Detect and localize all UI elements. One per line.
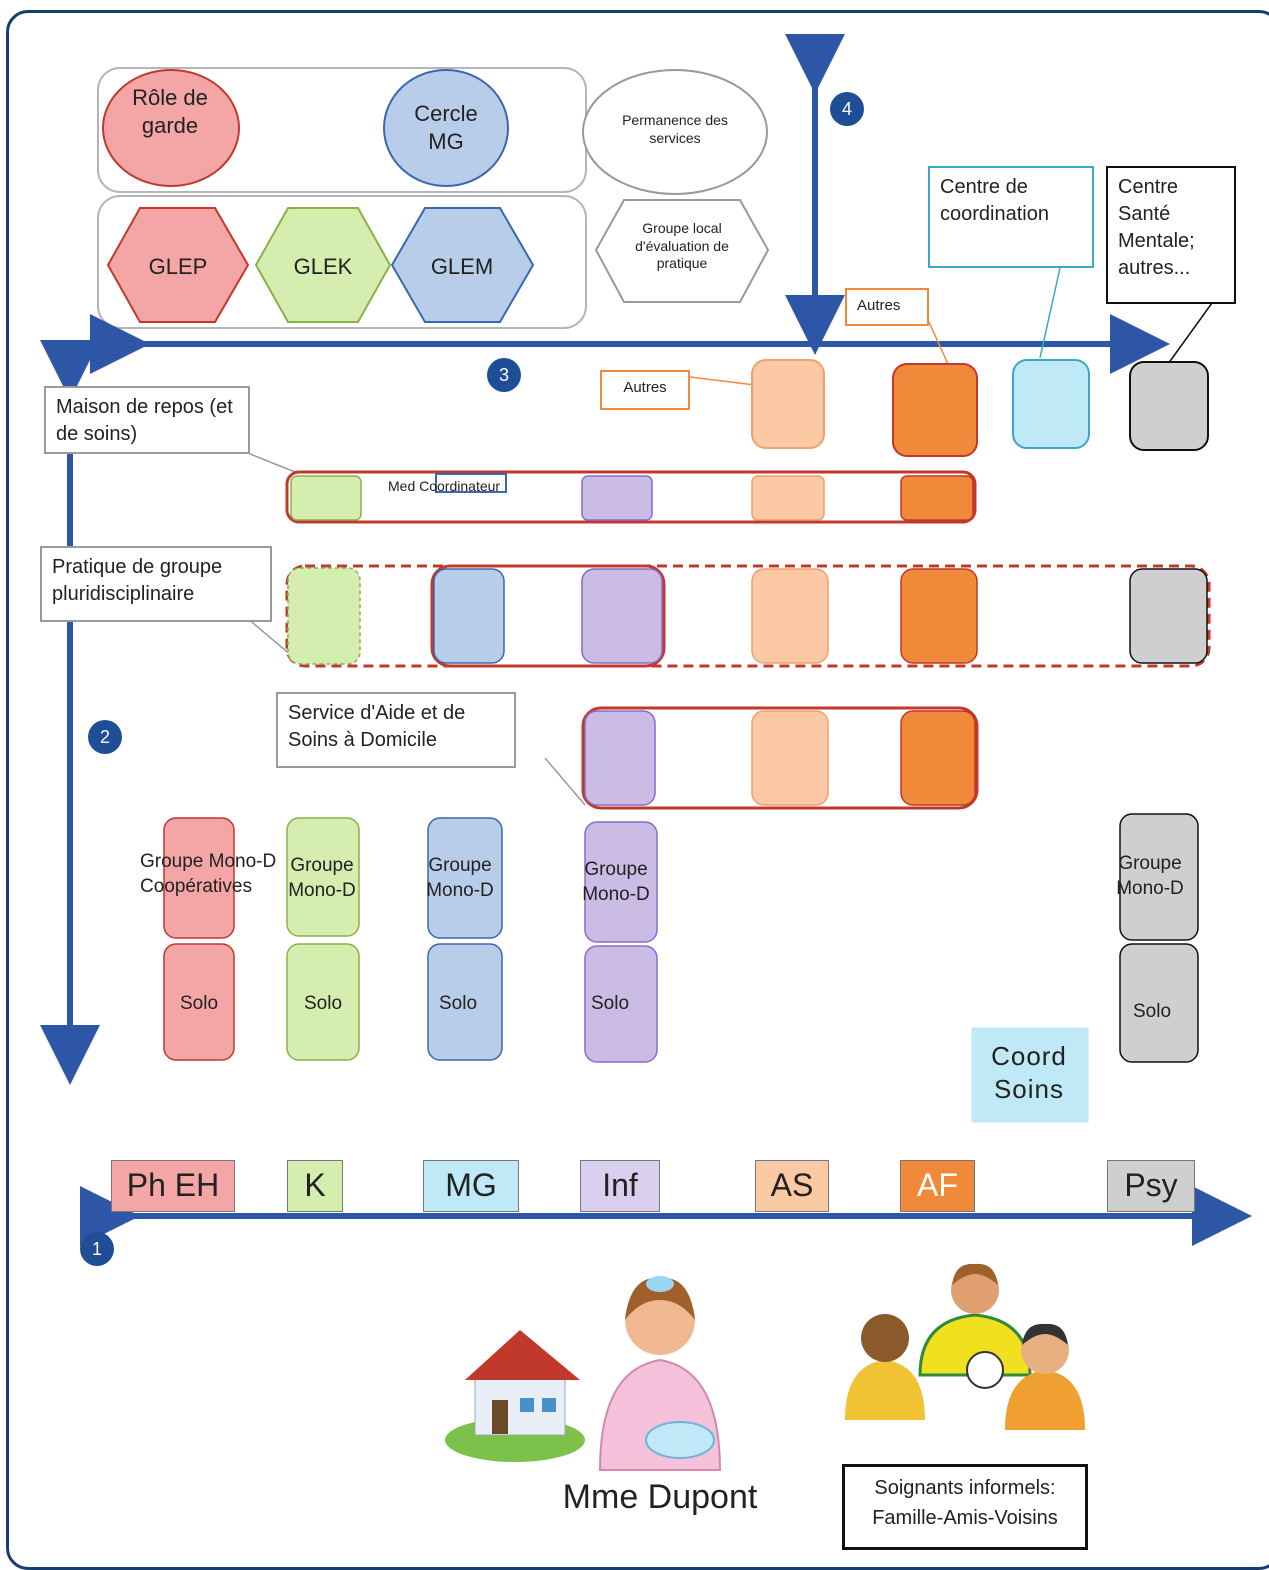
pill-grey-top bbox=[1129, 361, 1209, 451]
solo-psy-label: Solo bbox=[1132, 1001, 1172, 1022]
pratique-groupe-callout: Pratique de groupe pluridisciplinaire bbox=[40, 546, 272, 622]
centre-coordination-callout: Centre de coordination bbox=[928, 166, 1094, 268]
marker-2: 2 bbox=[88, 720, 122, 754]
category-psy: Psy bbox=[1107, 1160, 1195, 1212]
centre-sante-callout: Centre Santé Mentale; autres... bbox=[1106, 166, 1236, 304]
category-ph-eh: Ph EH bbox=[111, 1160, 235, 1212]
cercle-mg-ellipse bbox=[383, 69, 509, 187]
groupe-local-hexagon bbox=[594, 199, 770, 303]
groupe-mono-d-mg-label: Groupe Mono-D bbox=[426, 855, 494, 901]
pill-lightblue-top bbox=[1012, 359, 1090, 449]
marker-3: 3 bbox=[487, 358, 521, 392]
patient-name: Mme Dupont bbox=[562, 1478, 758, 1516]
permanence-ellipse bbox=[582, 69, 768, 195]
category-k: K bbox=[287, 1160, 343, 1212]
marker-1: 1 bbox=[80, 1232, 114, 1266]
pill-peach-top bbox=[751, 359, 825, 449]
role-garde-label: Rôle de garde bbox=[132, 85, 208, 138]
pratique-groupe-frame bbox=[285, 564, 1211, 668]
glek-label: GLEK bbox=[293, 254, 353, 279]
groupe-cooperatives-label: Groupe Mono-D Coopératives bbox=[140, 851, 277, 897]
patient-person-icon bbox=[598, 1276, 722, 1471]
informal-caregivers-icon bbox=[845, 1263, 1085, 1430]
permanence-label: Permanence des services bbox=[622, 112, 728, 146]
role-garde-ellipse bbox=[102, 69, 240, 187]
solo-ph-label: Solo bbox=[179, 993, 219, 1014]
autres-callout-2: Autres bbox=[600, 370, 690, 410]
coord-soins-box bbox=[971, 1027, 1089, 1123]
groupe-mono-d-psy-label: Groupe Mono-D bbox=[1116, 853, 1184, 899]
solo-mg-label: Solo bbox=[438, 993, 478, 1014]
glem-label: GLEM bbox=[430, 254, 494, 279]
groupe-mono-d-inf-label: Groupe Mono-D bbox=[582, 859, 650, 905]
maison-repos-callout: Maison de repos (et de soins) bbox=[44, 386, 250, 454]
category-mg: MG bbox=[423, 1160, 519, 1212]
glep-label: GLEP bbox=[148, 254, 208, 279]
service-aide-callout: Service d'Aide et de Soins à Domicile bbox=[276, 692, 516, 768]
solo-inf-label: Solo bbox=[590, 993, 630, 1014]
groupe-local-label: Groupe local d'évaluation de pratique bbox=[635, 220, 729, 271]
groupe-mono-d-k-label: Groupe Mono-D bbox=[288, 855, 356, 901]
category-inf: Inf bbox=[580, 1160, 660, 1212]
informal-caregivers-callout: Soignants informels: Famille-Amis-Voisin… bbox=[842, 1464, 1088, 1550]
solo-k-label: Solo bbox=[303, 993, 343, 1014]
pill-orange-top bbox=[892, 363, 978, 457]
category-as: AS bbox=[755, 1160, 829, 1212]
cercle-mg-label: Cercle MG bbox=[414, 101, 478, 154]
house-icon bbox=[445, 1330, 585, 1462]
coord-soins-label: Coord Soins bbox=[991, 1041, 1067, 1104]
marker-4: 4 bbox=[830, 92, 864, 126]
med-coordinateur-label: Med Coordinateur bbox=[388, 478, 501, 494]
autres-callout-1: Autres bbox=[845, 288, 929, 326]
category-af: AF bbox=[900, 1160, 975, 1212]
